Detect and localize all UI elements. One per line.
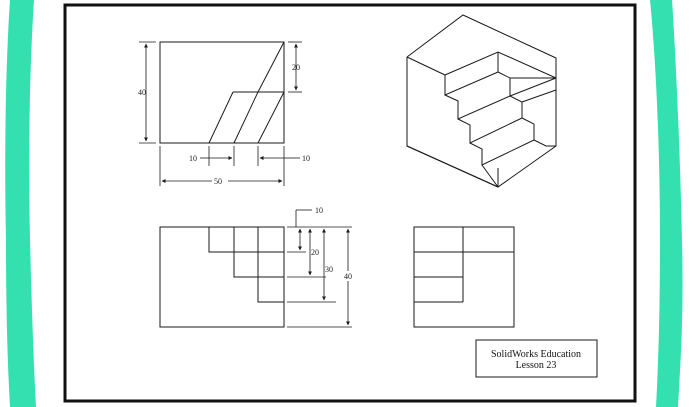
right-green-band — [650, 0, 683, 407]
front-slant-line-top — [257, 41, 285, 93]
title-line-2: Lesson 23 — [516, 360, 557, 371]
front-slant-line-2 — [233, 91, 259, 144]
front-top-label: 20 — [292, 63, 300, 72]
front-height-label: 40 — [138, 88, 146, 97]
left-green-band — [5, 0, 37, 407]
side-view — [413, 226, 515, 328]
front-width-label: 50 — [214, 177, 222, 186]
front-left-offset-label: 10 — [189, 154, 197, 163]
front-slant-line-3 — [257, 91, 285, 144]
top-view — [159, 226, 285, 328]
isometric-view — [406, 14, 557, 188]
top-label-30: 30 — [325, 265, 333, 274]
title-line-1: SolidWorks Education — [491, 349, 581, 360]
top-label-40: 40 — [344, 272, 352, 281]
top-label-10: 10 — [315, 206, 323, 215]
front-slant-line-1 — [208, 91, 234, 144]
top-label-20: 20 — [311, 248, 319, 257]
title-block: SolidWorks Education Lesson 23 — [475, 339, 598, 378]
top-view-steps — [208, 227, 284, 303]
top-dimensions — [287, 209, 352, 328]
title-block-box — [475, 339, 598, 378]
front-right-offset-label: 10 — [302, 154, 310, 163]
front-view — [159, 41, 285, 144]
